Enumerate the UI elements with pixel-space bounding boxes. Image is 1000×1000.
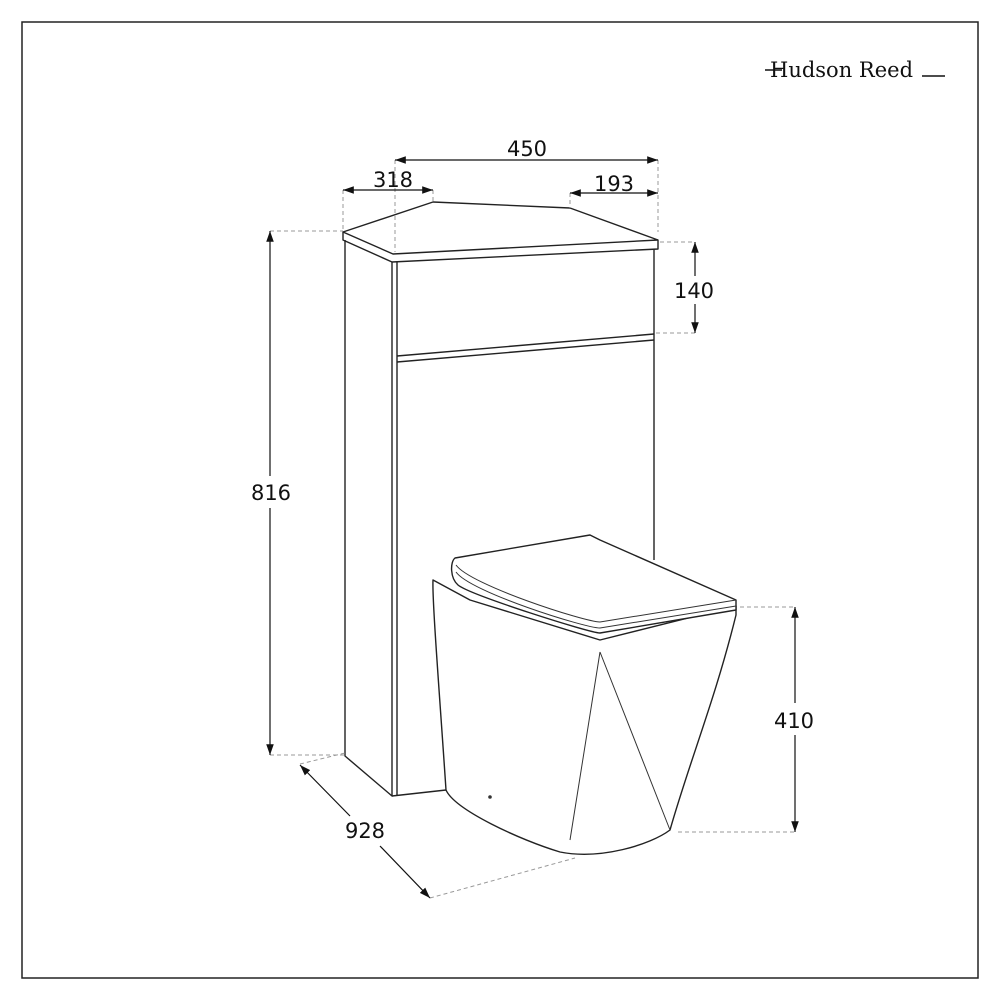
cabinet-top [342,201,659,263]
dim-line-928a [299,764,351,817]
dim-label-928: 928 [345,819,385,843]
frame-border [21,21,979,979]
toilet-body [432,579,737,855]
dim-label-318: 318 [373,168,413,192]
dim-line-928b [379,845,431,899]
pan-detail-dot [488,795,492,799]
toilet [432,534,737,855]
dim-label-140: 140 [674,279,714,303]
toilet-seat-lid [450,534,737,634]
cabinet [342,201,659,797]
dim-label-816: 816 [251,481,291,505]
dimension-labels: 450 318 193 140 816 410 928 [251,137,814,843]
brand-logo: Hudson Reed [765,58,945,82]
cabinet-side-panel [344,240,393,797]
dimension-lines [266,156,799,899]
dim-label-450: 450 [507,137,547,161]
dim-label-193: 193 [594,172,634,196]
brand-logo-text: Hudson Reed [770,58,913,82]
cabinet-front-panel [396,249,655,795]
cistern-access-panel [396,333,655,363]
extension-lines [270,160,795,899]
dim-label-410: 410 [774,709,814,733]
